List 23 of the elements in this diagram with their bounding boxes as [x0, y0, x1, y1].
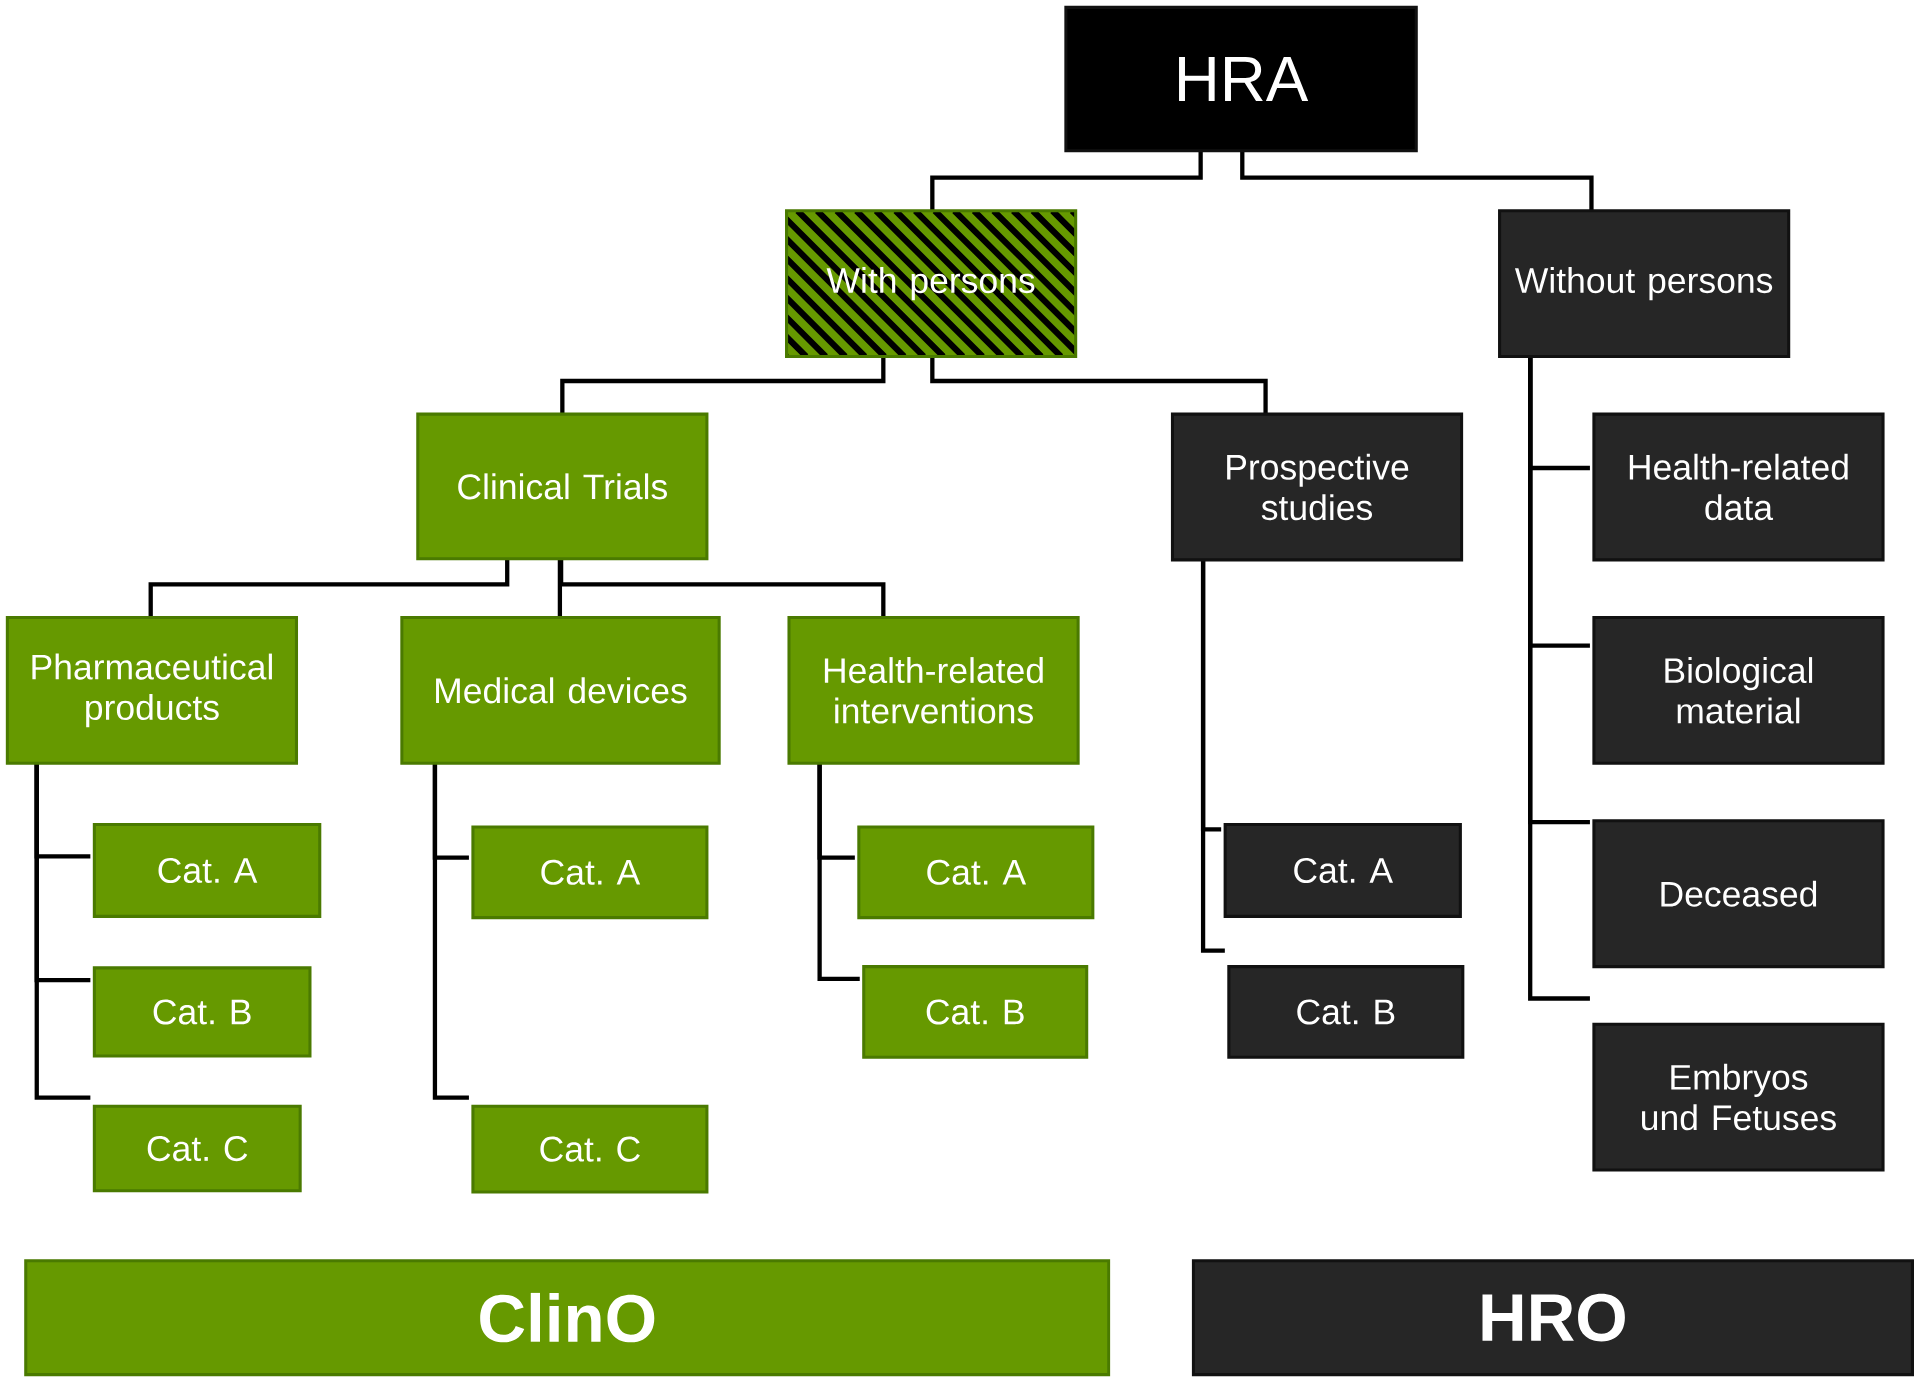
category-box: Clinical Trials	[416, 412, 709, 561]
category-box: Pharmaceutical products	[5, 615, 298, 765]
category-box: Biological material	[1592, 615, 1885, 765]
category-box: Cat. C	[471, 1104, 709, 1194]
hatched-box: With persons	[785, 209, 1078, 359]
category-box: Medical devices	[400, 615, 721, 765]
category-box: Cat. B	[92, 966, 312, 1058]
category-box: Embryos und Fetuses	[1592, 1022, 1885, 1172]
category-box: Cat. B	[862, 965, 1089, 1059]
category-box: Prospective studies	[1170, 412, 1464, 562]
category-box: Health-related data	[1592, 412, 1885, 562]
category-box: Cat. A	[471, 825, 709, 920]
category-box: Deceased	[1592, 819, 1885, 969]
category-box: Cat. A	[857, 825, 1095, 920]
category-box: Without persons	[1498, 209, 1791, 359]
category-box: Cat. A	[1223, 822, 1462, 918]
category-box: Cat. C	[92, 1104, 302, 1193]
band-box: HRO	[1191, 1259, 1914, 1377]
category-box: Cat. A	[92, 822, 322, 918]
root-box: HRA	[1064, 5, 1418, 153]
category-box: Health-related interventions	[787, 615, 1080, 765]
band-box: ClinO	[24, 1259, 1111, 1377]
category-box: Cat. B	[1227, 965, 1465, 1059]
